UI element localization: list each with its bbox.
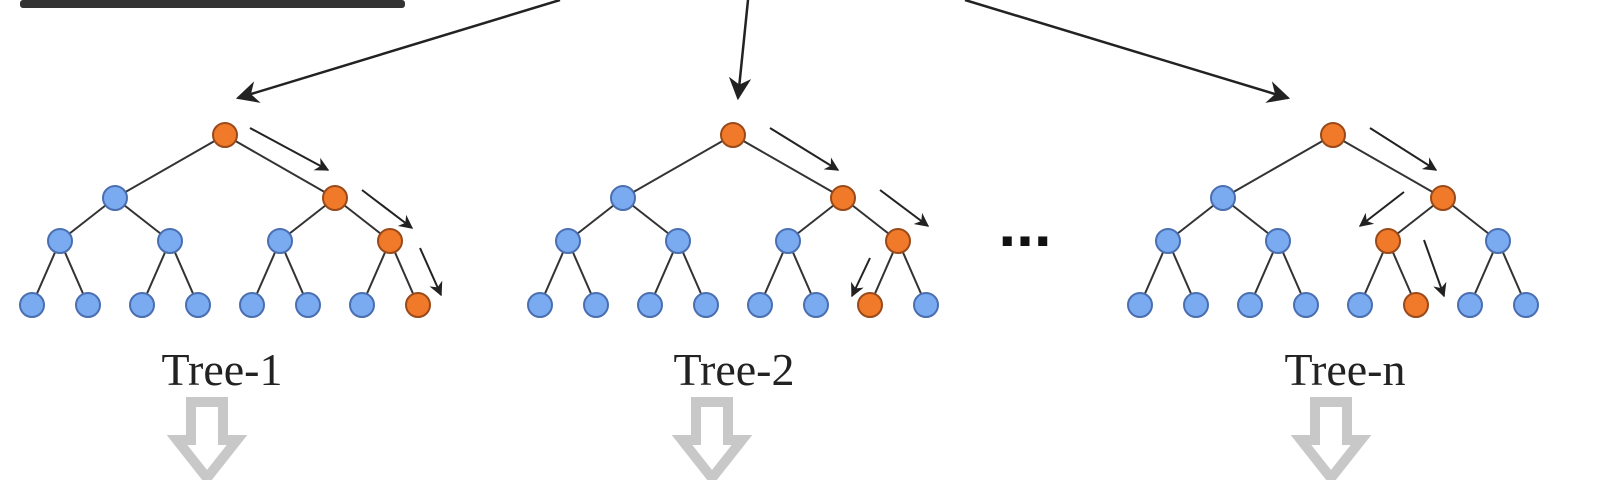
tree-edge bbox=[224, 134, 336, 199]
traversal-arrow bbox=[851, 257, 871, 298]
tree-node bbox=[267, 228, 293, 254]
decision-path-node bbox=[830, 185, 856, 211]
traversal-arrow bbox=[249, 127, 330, 171]
tree-node bbox=[1155, 228, 1181, 254]
tree-3: Tree-n bbox=[1127, 122, 1539, 395]
tree-node bbox=[1457, 292, 1483, 318]
tree-label: Tree-1 bbox=[162, 344, 283, 395]
input-arrow-tree-1 bbox=[235, 0, 561, 103]
tree-node bbox=[1293, 292, 1319, 318]
tree-node bbox=[803, 292, 829, 318]
tree-node bbox=[239, 292, 265, 318]
tree-node bbox=[1513, 292, 1539, 318]
tree-2: Tree-2 bbox=[527, 122, 939, 395]
decision-path-node bbox=[1403, 292, 1429, 318]
traversal-arrow bbox=[1423, 239, 1447, 298]
tree-edge bbox=[1332, 134, 1444, 199]
tree-edge bbox=[114, 134, 226, 199]
tree-node bbox=[1237, 292, 1263, 318]
decision-path-node bbox=[1375, 228, 1401, 254]
tree-node bbox=[555, 228, 581, 254]
input-arrow-tree-n bbox=[964, 0, 1291, 103]
decision-path-node bbox=[720, 122, 746, 148]
tree-1: Tree-1 bbox=[19, 122, 443, 395]
tree-node bbox=[157, 228, 183, 254]
decision-path-node bbox=[885, 228, 911, 254]
traversal-arrow bbox=[361, 189, 414, 229]
tree-edge bbox=[732, 134, 844, 199]
tree-label: Tree-n bbox=[1285, 344, 1406, 395]
tree-node bbox=[1210, 185, 1236, 211]
tree-node bbox=[1347, 292, 1373, 318]
tree-node bbox=[747, 292, 773, 318]
tree-node bbox=[665, 228, 691, 254]
input-arrow-tree-2 bbox=[728, 0, 752, 101]
tree-node bbox=[775, 228, 801, 254]
traversal-arrow bbox=[879, 189, 930, 227]
decision-path-node bbox=[1320, 122, 1346, 148]
traversal-arrow bbox=[769, 127, 840, 171]
traversal-arrow bbox=[1369, 127, 1438, 171]
traversal-arrow bbox=[419, 247, 443, 297]
tree-node bbox=[527, 292, 553, 318]
tree-node bbox=[102, 185, 128, 211]
trees-group: Tree-1 Tree-2 Tree-n bbox=[19, 122, 1539, 395]
tree-edge bbox=[622, 134, 734, 199]
output-arrow-2 bbox=[671, 397, 753, 480]
tree-node bbox=[1485, 228, 1511, 254]
tree-label: Tree-2 bbox=[674, 344, 795, 395]
decision-path-node bbox=[212, 122, 238, 148]
tree-node bbox=[47, 228, 73, 254]
decision-path-node bbox=[857, 292, 883, 318]
tree-node bbox=[1265, 228, 1291, 254]
traversal-arrow bbox=[1358, 191, 1405, 227]
tree-node bbox=[19, 292, 45, 318]
decision-path-node bbox=[377, 228, 403, 254]
tree-node bbox=[913, 292, 939, 318]
tree-node bbox=[75, 292, 101, 318]
tree-edge bbox=[1222, 134, 1334, 199]
tree-node bbox=[610, 185, 636, 211]
tree-node bbox=[583, 292, 609, 318]
decision-path-node bbox=[405, 292, 431, 318]
tree-node bbox=[1127, 292, 1153, 318]
tree-node bbox=[129, 292, 155, 318]
output-arrow-3 bbox=[1290, 397, 1372, 480]
tree-node bbox=[295, 292, 321, 318]
ellipsis: ... bbox=[998, 188, 1051, 260]
tree-node bbox=[1183, 292, 1209, 318]
decision-path-node bbox=[322, 185, 348, 211]
output-arrow-1 bbox=[166, 397, 248, 480]
input-arrows bbox=[235, 0, 1291, 103]
cropped-heading-fragment bbox=[20, 0, 405, 8]
tree-node bbox=[349, 292, 375, 318]
tree-node bbox=[637, 292, 663, 318]
tree-node bbox=[185, 292, 211, 318]
output-arrows bbox=[166, 397, 1372, 480]
decision-path-node bbox=[1430, 185, 1456, 211]
tree-node bbox=[693, 292, 719, 318]
